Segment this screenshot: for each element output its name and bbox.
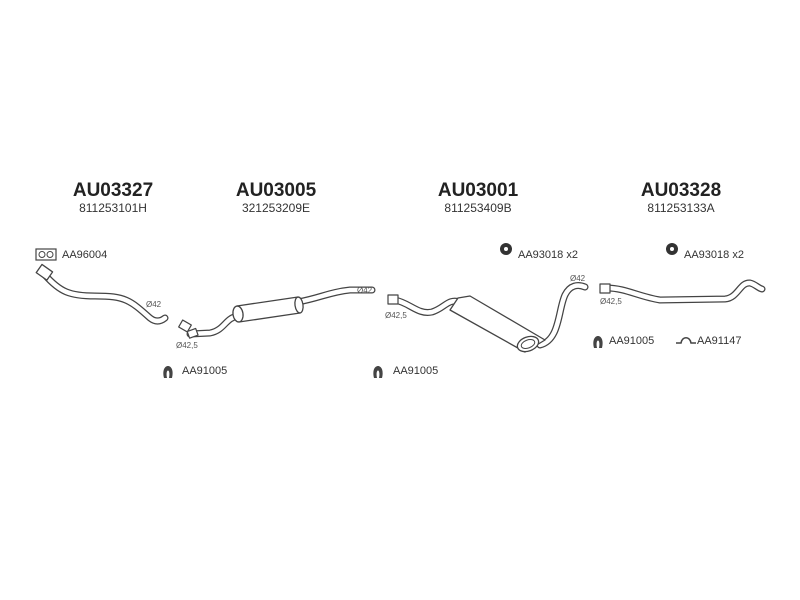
oem-number: 811253409B (444, 201, 512, 215)
diameter-label: Ø42 (357, 286, 373, 295)
accessory-label[interactable]: AA93018 x2 (518, 249, 578, 261)
diameter-label: Ø42,5 (385, 311, 407, 320)
accessory-label[interactable]: AA93018 x2 (684, 249, 744, 261)
accessory-label[interactable]: AA91147 (697, 335, 742, 347)
part-code[interactable]: AU03328 (640, 180, 722, 201)
oem-number: 811253133A (647, 201, 715, 215)
rear-muffler-au03001 (387, 282, 589, 353)
rubber-mount-icon (500, 243, 512, 255)
diameter-label: Ø42,5 (600, 297, 622, 306)
gasket-icon (35, 248, 57, 261)
oem-number: 811253101H (79, 201, 147, 215)
diameter-label: Ø42,5 (176, 341, 198, 350)
accessory-label[interactable]: AA96004 (62, 249, 108, 261)
oem-number: 321253209E (241, 201, 311, 215)
part-code[interactable]: AU03001 (437, 180, 519, 201)
rubber-mount-icon (666, 243, 678, 255)
accessory-label[interactable]: AA91005 (182, 365, 228, 377)
accessory-label[interactable]: AA91005 (393, 365, 439, 377)
diameter-label: Ø42 (570, 274, 586, 283)
front-pipe-au03327 (35, 263, 169, 325)
clamp-icon (593, 336, 603, 348)
clamp-icon (163, 366, 173, 378)
accessory-label[interactable]: AA91005 (609, 335, 655, 347)
tail-pipe-au03328 (599, 279, 766, 304)
diameter-label: Ø42 (146, 300, 162, 309)
hanger-icon (676, 337, 696, 344)
part-code[interactable]: AU03327 (72, 180, 154, 201)
clamp-icon (373, 366, 383, 378)
part-code[interactable]: AU03005 (235, 180, 317, 201)
center-muffler-au03005 (178, 286, 376, 339)
